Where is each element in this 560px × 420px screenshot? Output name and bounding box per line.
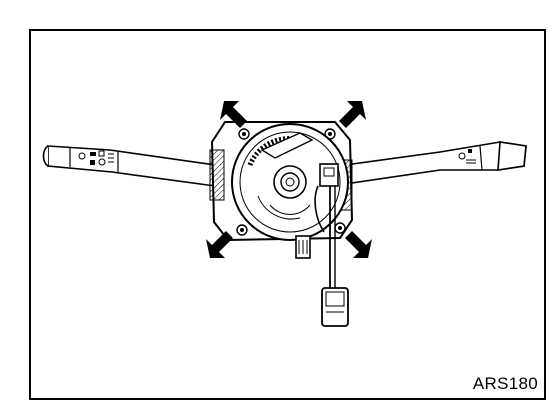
arrow-top-right — [339, 101, 366, 128]
figure-code: ARS180 — [472, 374, 538, 393]
arrow-top-left — [220, 101, 247, 128]
right-lever — [344, 141, 527, 185]
harness-connector — [314, 163, 349, 327]
lever-symbol-icons — [458, 149, 476, 164]
lower-connector — [295, 235, 311, 259]
spiral-cable — [231, 123, 349, 241]
arrow-bottom-left — [206, 231, 233, 258]
arrow-bottom-right — [345, 231, 372, 258]
lever-symbol-icons — [78, 150, 114, 166]
left-lever — [42, 145, 216, 187]
